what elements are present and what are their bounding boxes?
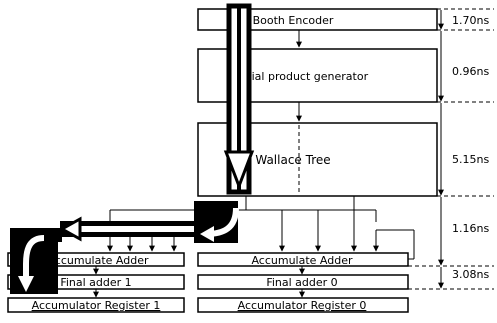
accumulator-register-1-label: Accumulator Register 1 — [32, 299, 161, 312]
timing-wallace-tree: 5.15ns — [452, 153, 489, 166]
timing-partial-product-generator: 0.96ns — [452, 65, 489, 78]
accumulate-adder-1-label: Accumulate Adder — [47, 254, 149, 267]
timing-accumulate: 1.16ns — [452, 222, 489, 235]
wallace-tree-label: Wallace Tree — [255, 153, 330, 167]
accumulator-register-0-label: Accumulator Register 0 — [238, 299, 367, 312]
final-adder-0-label: Final adder 0 — [266, 276, 337, 289]
booth-encoder-label: Booth Encoder — [253, 14, 334, 27]
timing-booth-encoder: 1.70ns — [452, 14, 489, 27]
timing-final: 3.08ns — [452, 268, 489, 281]
final-adder-1-label: Final adder 1 — [60, 276, 131, 289]
accumulate-adder-0-label: Accumulate Adder — [251, 254, 353, 267]
